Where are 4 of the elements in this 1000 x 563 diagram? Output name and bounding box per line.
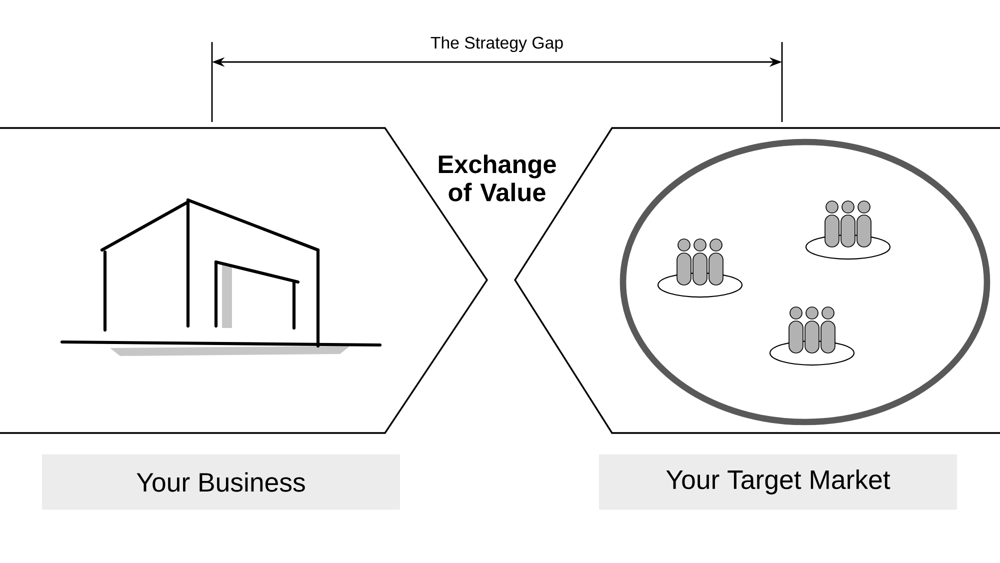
label-box: Your Target Market [599, 454, 958, 510]
dimension-label: The Strategy Gap [430, 36, 563, 52]
center-heading: Exchange of Value [438, 154, 556, 202]
label-box: Your Business [42, 454, 400, 510]
